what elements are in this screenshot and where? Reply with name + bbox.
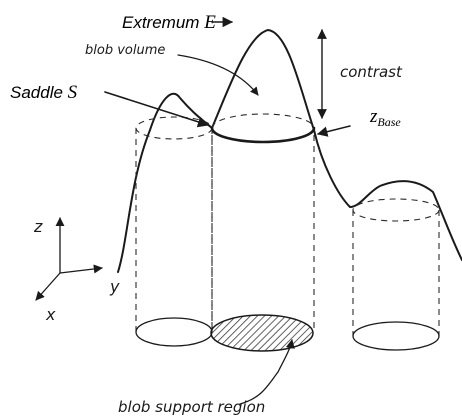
support-region-pointer [239, 339, 295, 405]
zbase-label: zBase [369, 106, 401, 129]
right-cylinder [352, 198, 440, 351]
blob-support-region-ellipse [210, 314, 314, 352]
saddle-arrow [104, 91, 210, 128]
saddle-label: Saddle S [10, 82, 78, 103]
middle-top-front [210, 126, 316, 144]
z-axis-label: z [33, 217, 43, 236]
right-bottom-ellipse [352, 321, 440, 351]
middle-top-back [211, 113, 315, 129]
contrast-label: contrast [340, 63, 403, 81]
y-axis-label: y [109, 277, 120, 296]
left-top-ellipse [135, 116, 213, 140]
middle-cylinder [210, 113, 316, 352]
y-axis [59, 264, 103, 274]
left-bottom-ellipse [135, 317, 213, 347]
axes-triad: z y x [33, 217, 120, 324]
blob-volume-label: blob volume [85, 43, 165, 58]
zbase-arrow [316, 125, 351, 137]
extremum-label: Extremum E [122, 12, 216, 33]
intensity-profile-curve [117, 29, 462, 273]
x-axis [35, 272, 61, 301]
right-top-ellipse [352, 198, 440, 222]
blob-volume-pointer [177, 54, 259, 96]
left-cylinder [135, 116, 213, 347]
x-axis-label: x [45, 305, 56, 324]
support-region-label: blob support region [118, 398, 265, 416]
